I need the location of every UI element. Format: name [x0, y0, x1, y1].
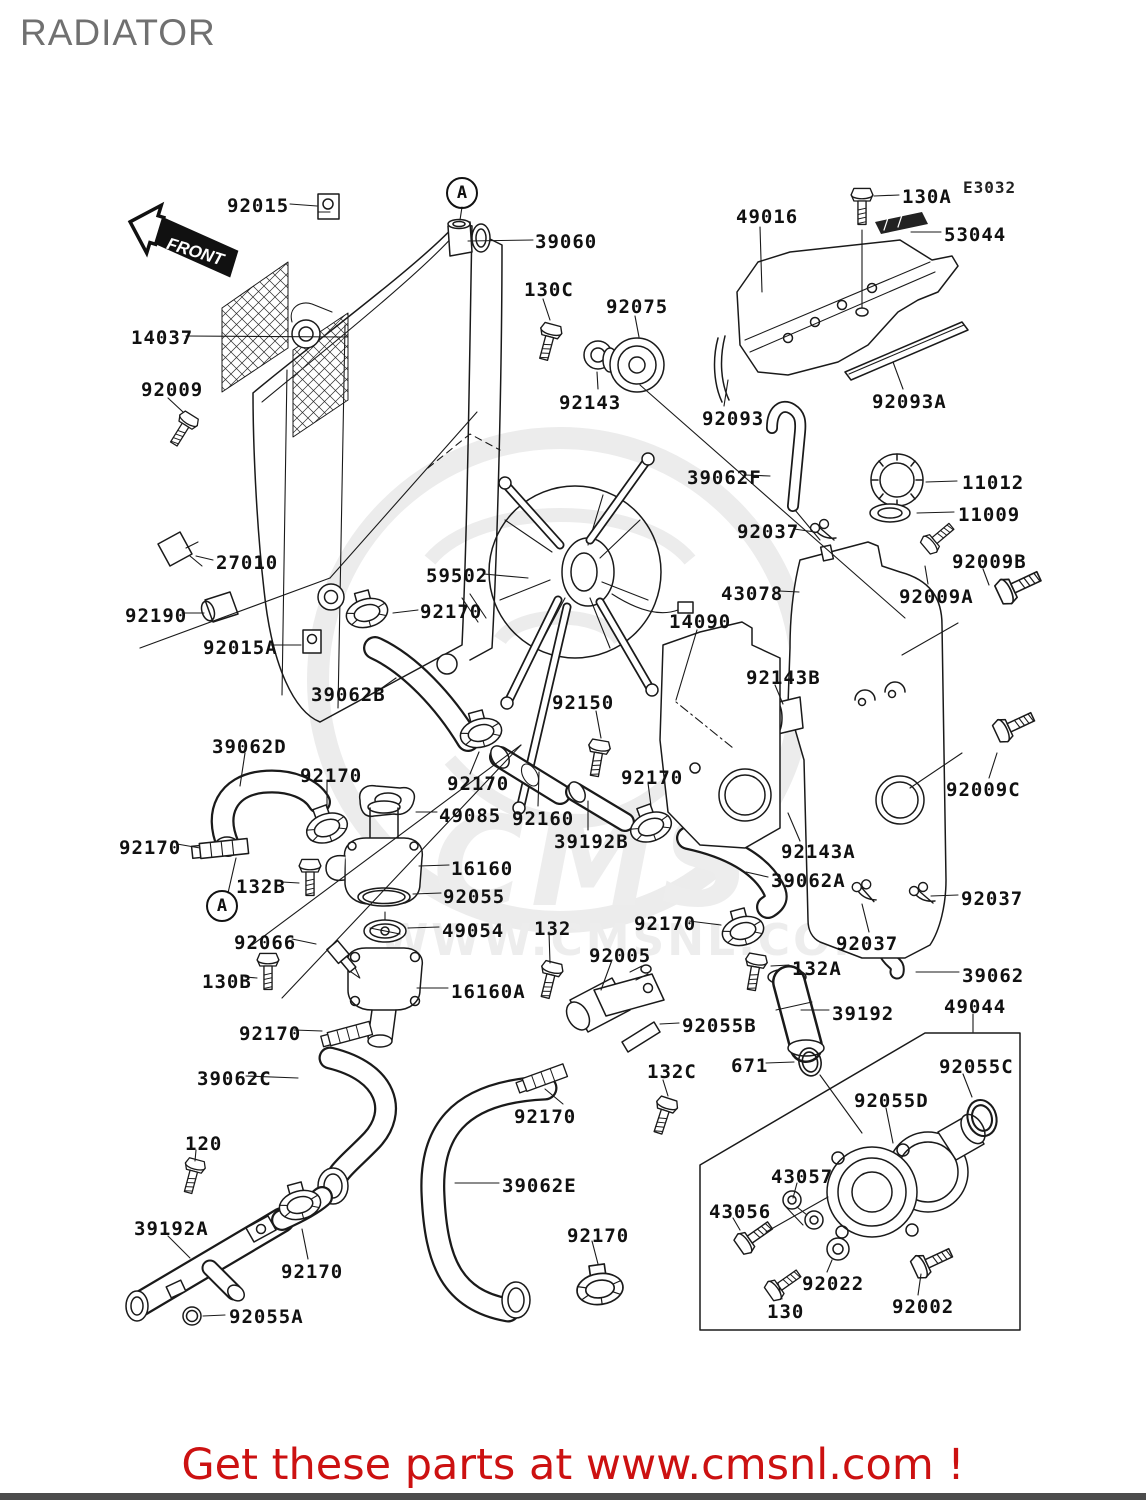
part-label-132a[interactable]: 132A [792, 958, 842, 980]
part-label-43056[interactable]: 43056 [709, 1201, 772, 1223]
part-label-59502[interactable]: 59502 [426, 565, 489, 587]
part-label-132[interactable]: 132 [534, 918, 572, 940]
part-label-92170[interactable]: 92170 [634, 913, 697, 935]
part-label-92150[interactable]: 92150 [552, 692, 615, 714]
part-label-92170[interactable]: 92170 [300, 765, 363, 787]
part-label-132b[interactable]: 132B [236, 876, 286, 898]
part-label-92093a[interactable]: 92093A [872, 391, 947, 413]
bottom-border-bar [0, 1493, 1146, 1500]
part-label-16160a[interactable]: 16160A [451, 981, 526, 1003]
part-label-92037[interactable]: 92037 [961, 888, 1024, 910]
part-label-39192b[interactable]: 39192B [554, 831, 629, 853]
part-label-92170[interactable]: 92170 [420, 601, 483, 623]
part-label-92075[interactable]: 92075 [606, 296, 669, 318]
part-label-92055c[interactable]: 92055C [939, 1056, 1014, 1078]
part-label-92055[interactable]: 92055 [443, 886, 506, 908]
part-label-92015a[interactable]: 92015A [203, 637, 278, 659]
part-label-92009[interactable]: 92009 [141, 379, 204, 401]
part-label-92170[interactable]: 92170 [447, 773, 510, 795]
part-label-130a[interactable]: 130A [902, 186, 952, 208]
part-label-130c[interactable]: 130C [524, 279, 574, 301]
part-label-39062d[interactable]: 39062D [212, 736, 287, 758]
part-label-92055d[interactable]: 92055D [854, 1090, 929, 1112]
part-label-92037[interactable]: 92037 [737, 521, 800, 543]
part-label-39060[interactable]: 39060 [535, 231, 598, 253]
part-label-92170[interactable]: 92170 [514, 1106, 577, 1128]
part-label-92170[interactable]: 92170 [567, 1225, 630, 1247]
part-label-11012[interactable]: 11012 [962, 472, 1025, 494]
part-label-130[interactable]: 130 [767, 1301, 805, 1323]
part-label-49016[interactable]: 49016 [736, 206, 799, 228]
part-label-92055b[interactable]: 92055B [682, 1015, 757, 1037]
part-label-120[interactable]: 120 [185, 1133, 223, 1155]
view-ref-label-a: A [206, 890, 238, 922]
part-label-671[interactable]: 671 [731, 1055, 769, 1077]
page-title: RADIATOR [20, 12, 216, 53]
part-label-39062a[interactable]: 39062A [771, 870, 846, 892]
part-label-92093[interactable]: 92093 [702, 408, 765, 430]
part-label-e3032: E3032 [963, 178, 1017, 197]
part-label-53044[interactable]: 53044 [944, 224, 1007, 246]
part-label-92170[interactable]: 92170 [621, 767, 684, 789]
part-label-16160[interactable]: 16160 [451, 858, 514, 880]
part-label-92009b[interactable]: 92009B [952, 551, 1027, 573]
part-label-92037[interactable]: 92037 [836, 933, 899, 955]
part-label-39062b[interactable]: 39062B [311, 684, 386, 706]
part-label-39192[interactable]: 39192 [832, 1003, 895, 1025]
part-label-92002[interactable]: 92002 [892, 1296, 955, 1318]
part-label-92015[interactable]: 92015 [227, 195, 290, 217]
part-label-27010[interactable]: 27010 [216, 552, 279, 574]
part-label-39062f[interactable]: 39062F [687, 467, 762, 489]
view-ref-label-a: A [446, 177, 478, 209]
part-label-132c[interactable]: 132C [647, 1061, 697, 1083]
part-label-92160[interactable]: 92160 [512, 808, 575, 830]
part-label-92170[interactable]: 92170 [239, 1023, 302, 1045]
part-label-92143b[interactable]: 92143B [746, 667, 821, 689]
part-label-130b[interactable]: 130B [202, 971, 252, 993]
part-label-92066[interactable]: 92066 [234, 932, 297, 954]
svg-text:WWW.CMSNL.COM: WWW.CMSNL.COM [380, 915, 881, 966]
cms-watermark: CMS WWW.CMSNL.COM [307, 427, 881, 966]
part-label-92055a[interactable]: 92055A [229, 1306, 304, 1328]
part-label-92009a[interactable]: 92009A [899, 586, 974, 608]
part-label-92190[interactable]: 92190 [125, 605, 188, 627]
part-label-39062[interactable]: 39062 [962, 965, 1025, 987]
part-label-49054[interactable]: 49054 [442, 920, 505, 942]
part-label-92022[interactable]: 92022 [802, 1273, 865, 1295]
part-label-39062c[interactable]: 39062C [197, 1068, 272, 1090]
part-label-92009c[interactable]: 92009C [946, 779, 1021, 801]
part-label-92170[interactable]: 92170 [281, 1261, 344, 1283]
footer-promo-link[interactable]: Get these parts at www.cmsnl.com ! [181, 1440, 965, 1490]
part-label-39192a[interactable]: 39192A [134, 1218, 209, 1240]
part-label-39062e[interactable]: 39062E [502, 1175, 577, 1197]
part-label-43078[interactable]: 43078 [721, 583, 784, 605]
part-label-92143a[interactable]: 92143A [781, 841, 856, 863]
part-label-92170[interactable]: 92170 [119, 837, 182, 859]
part-label-14037[interactable]: 14037 [131, 327, 194, 349]
part-label-14090[interactable]: 14090 [669, 611, 732, 633]
part-label-43057[interactable]: 43057 [771, 1166, 834, 1188]
part-label-49085[interactable]: 49085 [439, 805, 502, 827]
part-label-49044[interactable]: 49044 [944, 996, 1007, 1018]
part-label-11009[interactable]: 11009 [958, 504, 1021, 526]
part-label-92005[interactable]: 92005 [589, 945, 652, 967]
part-label-92143[interactable]: 92143 [559, 392, 622, 414]
